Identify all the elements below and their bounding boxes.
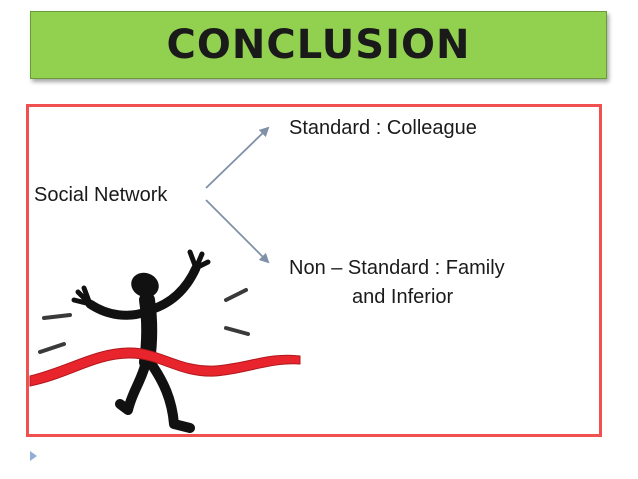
slide-nav-triangle-icon[interactable] <box>30 451 37 461</box>
slide-title: CONCLUSION <box>166 22 471 68</box>
non-standard-label-line2: and Inferior <box>352 286 454 308</box>
title-banner: CONCLUSION <box>30 11 607 79</box>
non-standard-label-line1: Non – Standard : Family <box>289 257 505 279</box>
content-frame <box>26 104 602 437</box>
runner-crossing-finish-line-icon <box>29 249 301 433</box>
arrow-to-standard <box>205 126 270 189</box>
standard-colleague-label: Standard : Colleague <box>289 117 477 139</box>
arrow-to-non-standard <box>205 199 270 264</box>
social-network-label: Social Network <box>34 184 168 206</box>
